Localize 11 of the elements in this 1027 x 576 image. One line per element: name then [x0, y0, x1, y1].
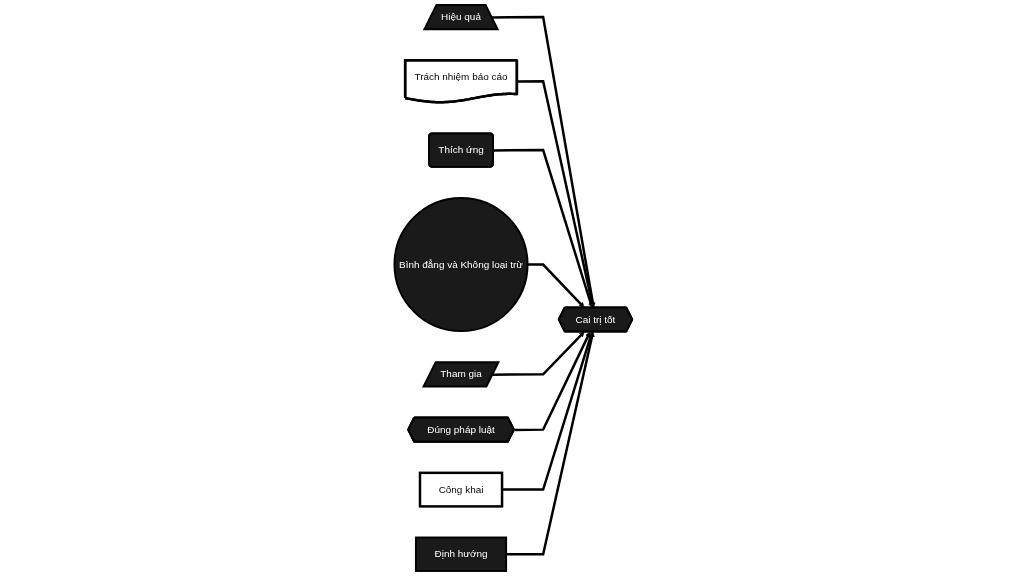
arrow [514, 331, 591, 432]
arrow [493, 148, 594, 308]
arrow [502, 331, 594, 491]
arrow [506, 331, 595, 556]
arrow [492, 15, 596, 308]
arrow [492, 331, 585, 376]
node-box: Định hướng [415, 536, 508, 572]
node-box: Công khai [418, 471, 504, 508]
arrow [527, 263, 585, 308]
node-circle: Bình đẳng và Không loại trừ [393, 197, 529, 333]
connector [517, 80, 595, 308]
